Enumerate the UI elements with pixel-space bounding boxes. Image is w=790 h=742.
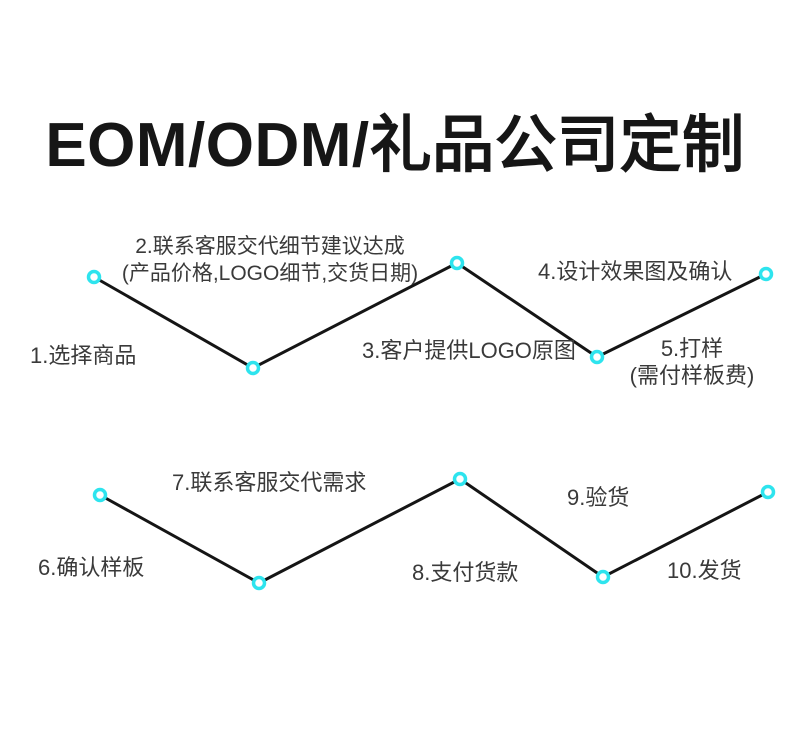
step-label-3: 3.客户提供LOGO原图 — [362, 337, 576, 364]
flow-node-dot — [92, 487, 108, 503]
step-label-9: 9.验货 — [567, 484, 629, 511]
flow-node-dot — [452, 471, 468, 487]
step-7-text: 7.联系客服交代需求 — [172, 470, 367, 495]
step-3-text: 3.客户提供LOGO原图 — [362, 338, 576, 363]
step-10-text: 10.发货 — [667, 558, 742, 583]
step-label-1: 1.选择商品 — [30, 342, 136, 369]
flow-node-dot — [86, 269, 102, 285]
flow-node-dot — [245, 360, 261, 376]
page-title: EOM/ODM/礼品公司定制 — [45, 111, 745, 180]
flow-node-dot — [595, 569, 611, 585]
step-2-subtext: (产品价格,LOGO细节,交货日期) — [121, 262, 419, 285]
step-9-text: 9.验货 — [567, 485, 630, 510]
step-5-text: 5.打样 — [660, 336, 724, 361]
step-4-text: 4.设计效果图及确认 — [538, 259, 733, 284]
step-label-4: 4.设计效果图及确认 — [538, 258, 732, 285]
step-label-5: 5.打样 (需付样板费) — [614, 335, 770, 389]
step-label-2: 2.联系客服交代细节建议达成 (产品价格,LOGO细节,交货日期) — [120, 233, 420, 287]
flow-node-dot — [251, 575, 267, 591]
step-label-6: 6.确认样板 — [38, 554, 144, 581]
step-label-10: 10.发货 — [667, 557, 742, 584]
step-1-text: 1.选择商品 — [30, 343, 137, 368]
step-label-8: 8.支付货款 — [412, 559, 518, 586]
step-5-subtext: (需付样板费) — [629, 363, 755, 388]
step-6-text: 6.确认样板 — [38, 555, 145, 580]
flow-node-dot — [760, 484, 776, 500]
flow-node-dot — [758, 266, 774, 282]
flow-node-dot — [449, 255, 465, 271]
step-8-text: 8.支付货款 — [412, 560, 519, 585]
flow-node-dot — [589, 349, 605, 365]
step-2-text: 2.联系客服交代细节建议达成 — [135, 235, 405, 258]
step-label-7: 7.联系客服交代需求 — [172, 469, 366, 496]
